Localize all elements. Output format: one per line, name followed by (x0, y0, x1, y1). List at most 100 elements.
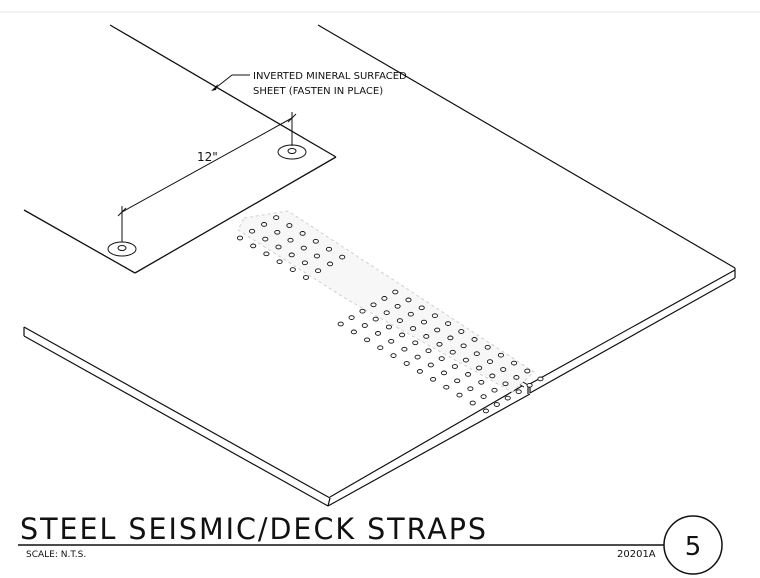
fastener-hole (480, 394, 487, 399)
fastener-hole (275, 244, 282, 250)
fastener-hole (385, 324, 392, 330)
fastener-hole (489, 373, 496, 379)
fastener-hole (513, 375, 520, 380)
fastener-hole (273, 215, 280, 220)
fastener-hole (423, 334, 430, 339)
fastener-hole (482, 408, 489, 414)
fastener-hole (236, 235, 244, 241)
fastener-hole (412, 340, 419, 346)
fastener-hole (372, 316, 379, 322)
fastener-hole (315, 268, 322, 274)
callout-line-1: INVERTED MINERAL SURFACED (253, 71, 407, 82)
fastener-hole (374, 331, 382, 336)
fastener-hole (396, 318, 403, 323)
fastener-hole (390, 353, 397, 358)
fastener-hole (416, 369, 423, 374)
fastener-hole (399, 332, 406, 338)
fastener-hole (361, 323, 368, 328)
fastener-hole (447, 335, 454, 341)
fastener-hole (456, 392, 463, 398)
drawing-number: 20201A (617, 549, 656, 560)
fastener-hole (300, 245, 307, 251)
fastener-hole (312, 238, 319, 244)
fastener-hole (449, 349, 456, 355)
sheet-fastener-right (277, 144, 307, 160)
fastener-hole (261, 222, 268, 227)
fastener-hole (420, 319, 428, 325)
fastener-hole (359, 308, 366, 314)
fastener-hole (403, 361, 410, 366)
fastener-hole (476, 365, 483, 371)
sheet-fastener-left (107, 241, 137, 257)
fastener-hole (469, 400, 476, 406)
callout-line-2: SHEET (FASTEN IN PLACE) (253, 86, 383, 97)
fastener-hole (276, 259, 283, 265)
drawing-title: STEEL SEISMIC/DECK STRAPS (20, 512, 488, 546)
fastener-hole (262, 236, 269, 242)
fastener-hole (524, 368, 531, 374)
fastener-hole (427, 362, 434, 368)
fastener-hole (325, 246, 333, 252)
fastener-hole (515, 389, 522, 395)
fastener-hole (313, 253, 320, 259)
fastener-hole (401, 346, 408, 352)
fastener-hole (350, 329, 357, 335)
fastener-hole (407, 311, 414, 317)
detail-number: 5 (685, 532, 702, 562)
fastener-hole (478, 379, 485, 385)
mineral-surfaced-sheet (23, 24, 337, 274)
fastener-hole (443, 384, 450, 390)
fastener-hole (377, 345, 384, 351)
fastener-hole (414, 354, 421, 360)
steel-strap (237, 210, 535, 393)
fastener-hole (287, 237, 294, 243)
fastener-hole (537, 376, 544, 382)
fastener-hole (289, 267, 296, 272)
fastener-hole (500, 367, 507, 372)
fastener-hole (418, 305, 425, 311)
fastener-hole (250, 243, 257, 249)
fastener-hole (337, 321, 344, 327)
fastener-hole (493, 402, 500, 407)
detail-bubble (663, 515, 723, 575)
fastener-hole (299, 231, 306, 236)
fastener-hole (467, 386, 474, 392)
fastener-hole (327, 261, 334, 267)
fastener-hole (440, 370, 448, 376)
fastener-hole (394, 303, 401, 309)
fastener-hole (526, 382, 533, 388)
dimension-line (117, 112, 297, 242)
fastener-hole (405, 297, 412, 303)
fastener-hole (430, 376, 437, 382)
fastener-hole (473, 351, 480, 357)
fastener-hole (458, 329, 465, 334)
fastener-hole (471, 337, 478, 342)
fastener-hole (302, 275, 310, 280)
fastener-hole (301, 260, 308, 266)
fastener-hole (348, 315, 355, 320)
fastener-hole (288, 252, 295, 258)
fastener-hole (454, 378, 461, 384)
fastener-hole (392, 289, 399, 295)
fastener-hole (486, 359, 494, 364)
fastener-hole (438, 356, 445, 361)
fastener-hole (381, 296, 388, 301)
deck-panel (23, 24, 736, 507)
fastener-hole (451, 364, 458, 369)
fastener-hole (425, 348, 432, 354)
fastener-hole (504, 395, 511, 401)
fastener-hole (502, 381, 509, 387)
fastener-hole (436, 341, 443, 347)
fastener-hole (460, 343, 467, 349)
fastener-hole (249, 228, 256, 234)
strap-fastener-holes (236, 215, 544, 414)
fastener-hole (370, 302, 377, 308)
fastener-hole (410, 326, 417, 331)
callout-arrowhead (211, 84, 218, 91)
fastener-hole (491, 387, 498, 393)
fastener-hole (383, 310, 390, 316)
fastener-hole (339, 254, 346, 260)
fastener-hole (263, 251, 270, 257)
dimension-label: 12" (197, 150, 218, 164)
